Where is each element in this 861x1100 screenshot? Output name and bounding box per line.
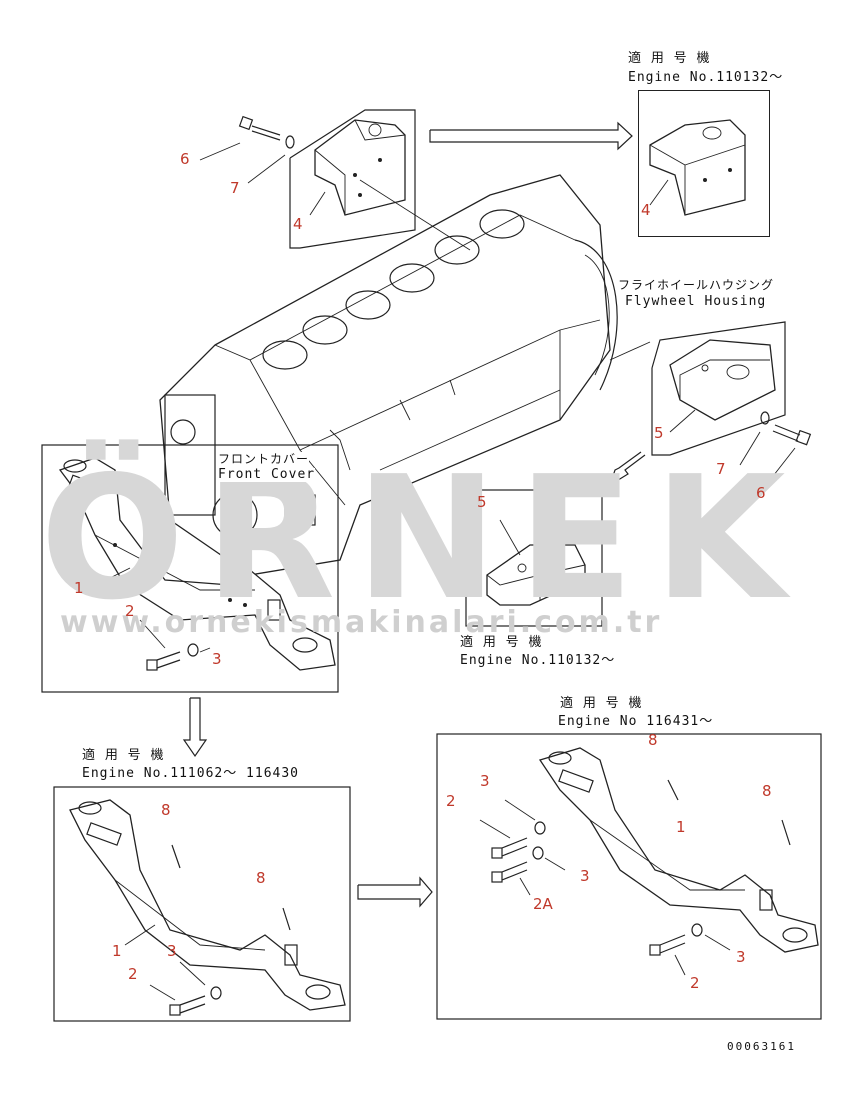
engine-label-bottom-left: Engine No.111062〜 116430 [82, 766, 300, 781]
front-mount-bottom-right-icon [538, 747, 819, 953]
bolt-bottom-right-icon [491, 821, 703, 956]
watermark-brand: ÖRNEK [40, 440, 806, 638]
callout-washer-bl: 3 [167, 942, 177, 960]
front-bracket-top-right-icon [649, 119, 746, 216]
callout-mount-br: 1 [676, 818, 686, 836]
callout-bracket: 4 [293, 215, 303, 233]
drawing-number: 00063161 [727, 1040, 796, 1053]
callout-pin-br-a: 8 [648, 731, 658, 749]
front-mount-bottom-left-icon [69, 799, 346, 1011]
bolt-bottom-left-icon [169, 986, 222, 1016]
callout-pin-a: 8 [161, 801, 171, 819]
front-mount-icon [58, 457, 336, 671]
engine-label-top-right: Engine No.110132〜 [628, 70, 784, 85]
callout-washer-br-c: 3 [736, 948, 746, 966]
arrow-down-left-icon [608, 451, 646, 487]
callout-rear-bracket-middle: 5 [477, 493, 487, 511]
callout-bolt: 6 [180, 150, 190, 168]
callout-mount-bolt: 2 [125, 602, 135, 620]
callout-mount-bl: 1 [112, 942, 122, 960]
applicable-label-middle: 適 用 号 機 [460, 635, 543, 650]
arrow-right-icon [429, 121, 633, 151]
callout-bracket-top-right: 4 [641, 201, 651, 219]
bolt-right-icon [760, 411, 812, 446]
callout-bolt-bl: 2 [128, 965, 138, 983]
applicable-label-bottom-left: 適 用 号 機 [82, 748, 165, 763]
flywheel-label-jp: フライホイールハウジング [618, 278, 775, 292]
callout-mount-washer: 3 [212, 650, 222, 668]
front-bracket-top-icon [314, 119, 406, 216]
callout-washer-br-b: 3 [580, 867, 590, 885]
callout-pin-b: 8 [256, 869, 266, 887]
arrow-right-bottom-icon [357, 876, 433, 908]
callout-bolt-br-2a: 2A [533, 895, 553, 913]
callout-rear-bracket: 5 [654, 424, 664, 442]
callout-front-mount: 1 [74, 579, 84, 597]
callout-pin-br-b: 8 [762, 782, 772, 800]
callout-rear-washer: 7 [716, 460, 726, 478]
engine-label-middle: Engine No.110132〜 [460, 653, 616, 668]
top-right-box [638, 90, 770, 237]
callout-bolt-br-a: 2 [446, 792, 456, 810]
callout-bolt-br-b: 2 [690, 974, 700, 992]
bolt-icon [238, 115, 295, 149]
front-cover-label-en: Front Cover [218, 467, 316, 482]
bolt-left-icon [146, 643, 199, 671]
callout-rear-bolt: 6 [756, 484, 766, 502]
rear-bracket-middle-icon [486, 544, 586, 606]
watermark-url: www.ornekismakinalari.com.tr [60, 605, 663, 640]
front-cover-label-jp: フロントカバー [218, 452, 310, 466]
arrow-down-icon [182, 697, 208, 758]
rear-bracket-icon [669, 339, 776, 421]
callout-washer-br-a: 3 [480, 772, 490, 790]
flywheel-label-en: Flywheel Housing [625, 294, 767, 309]
applicable-label-bottom-right: 適 用 号 機 [560, 696, 643, 711]
applicable-label-top-right: 適 用 号 機 [628, 51, 711, 66]
callout-washer: 7 [230, 179, 240, 197]
engine-label-bottom-right: Engine No 116431〜 [558, 714, 714, 729]
